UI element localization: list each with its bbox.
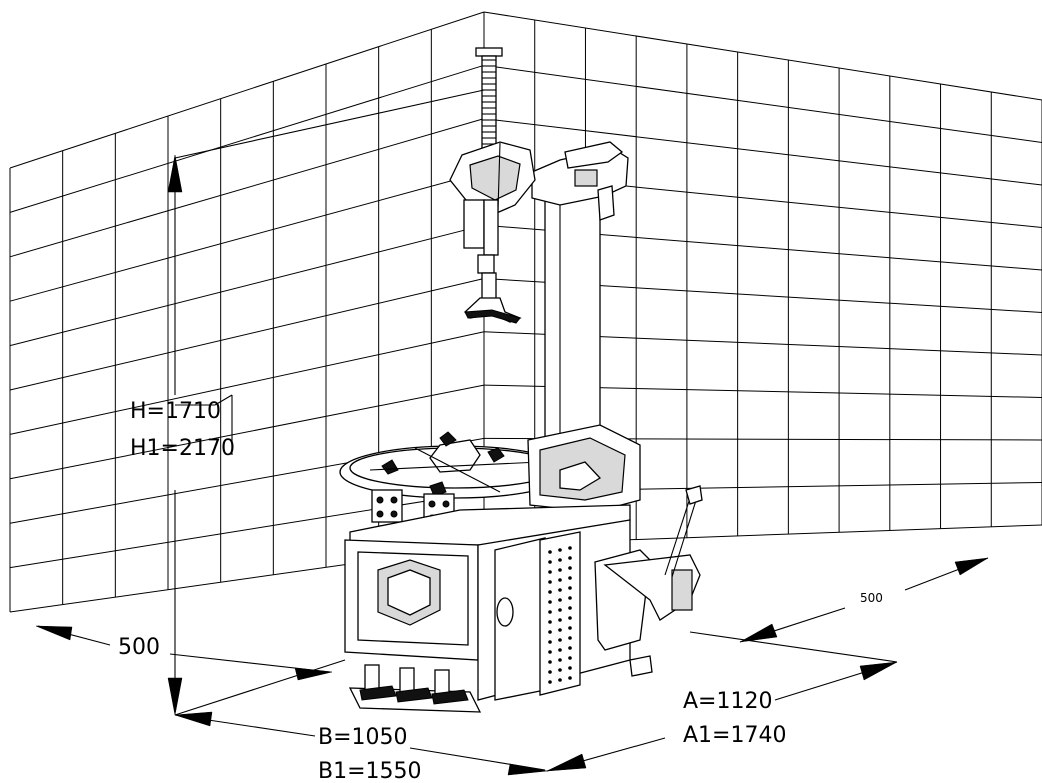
- height-label: H=1710: [130, 399, 221, 424]
- pedal-2: [395, 687, 433, 703]
- bellows: [481, 55, 497, 157]
- tyre-changer-machine: [339, 47, 703, 713]
- height-arrow-top: [167, 154, 183, 193]
- clamp-cylinder-left: [371, 489, 403, 523]
- pedal-1: [359, 685, 397, 701]
- width-arrow-end: [507, 763, 548, 776]
- right-clearance-label: 500: [860, 591, 883, 605]
- right-500-arrow-start: [739, 623, 778, 643]
- depth-arrow-end: [859, 661, 898, 681]
- depth-arrow-start: [546, 753, 587, 772]
- left-grid-wall: [9, 11, 485, 613]
- right-500-arrow-end: [954, 557, 989, 576]
- height-arrow-bottom: [167, 677, 183, 716]
- left-clearance-label: 500: [118, 635, 160, 660]
- depth-alt-label: A1=1740: [683, 723, 786, 748]
- bellows-cap: [475, 47, 503, 57]
- pedal-3: [431, 689, 469, 705]
- dimension-annotations: H=1710 H1=2170 500 500 B=1050 B1=1550 A=…: [35, 89, 989, 783]
- width-label: B=1050: [318, 725, 408, 750]
- left-500-arrow-start: [35, 625, 73, 641]
- width-arrow-start: [174, 711, 213, 727]
- column: [544, 177, 601, 456]
- width-alt-label: B1=1550: [318, 759, 422, 783]
- mounting-arm: [463, 199, 485, 249]
- depth-label: A=1120: [683, 689, 772, 714]
- bead-breaker-lever: [664, 491, 693, 576]
- height-alt-label: H1=2170: [130, 436, 235, 461]
- clamp-jaw: [439, 431, 457, 447]
